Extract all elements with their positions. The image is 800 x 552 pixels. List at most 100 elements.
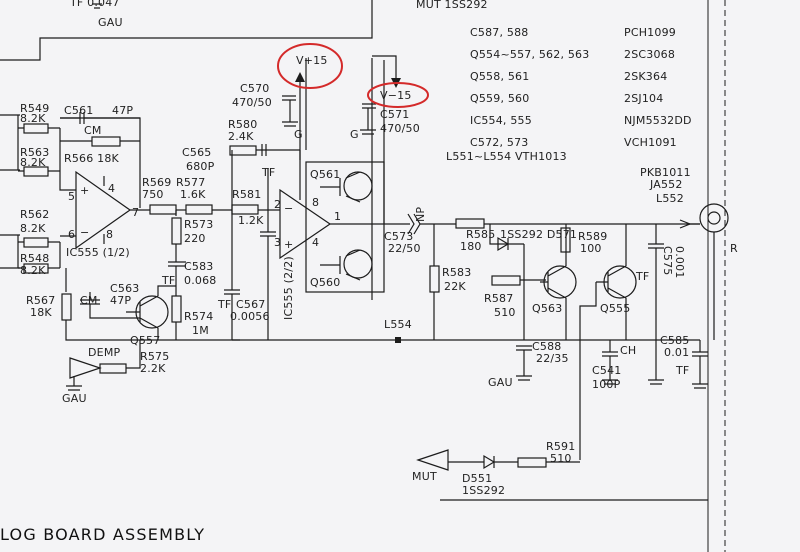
r567-resistor (61, 293, 72, 321)
parts-part-5: VCH1091 (624, 136, 677, 149)
top-frame (0, 0, 726, 552)
parts-part-2: 2SK364 (624, 70, 667, 83)
r549-label: R549 (20, 102, 49, 115)
c575-value: 0.001 (673, 246, 686, 279)
output-pair (305, 58, 385, 300)
c565-label: C565 (182, 146, 211, 159)
c588-value: 22/35 (536, 352, 569, 365)
g1-label: G (294, 128, 303, 141)
r575-value: 2.2K (140, 362, 166, 375)
q557-transistor (135, 295, 169, 329)
mut-top-label: MUT 1SS292 (416, 0, 488, 11)
r567-label: R567 (26, 294, 55, 307)
pin3-label: 3 (274, 236, 281, 249)
svg-text:+: + (284, 238, 293, 251)
parts-part-0: PCH1099 (624, 26, 676, 39)
c571-label: C571 (380, 108, 409, 121)
l552-label: L552 (656, 192, 684, 205)
mut-input (416, 449, 449, 471)
gau-mid-label: GAU (488, 376, 513, 389)
r577-label: R577 (176, 176, 205, 189)
r587-value: 510 (494, 306, 516, 319)
r574-label: R574 (184, 310, 213, 323)
output-jack (699, 203, 729, 233)
r583-label: R583 (442, 266, 471, 279)
parts-refs-1: Q554~557, 562, 563 (470, 48, 589, 61)
c570-value: 470/50 (232, 96, 272, 109)
r569-label: R569 (142, 176, 171, 189)
q560-transistor (343, 249, 373, 279)
demp-section (61, 268, 240, 391)
r575-resistor (99, 363, 127, 374)
c561-value: 47P (112, 104, 133, 117)
c567-value: 0.0056 (230, 310, 270, 323)
r577-value: 1.6K (180, 188, 206, 201)
vplus-circle (277, 43, 343, 89)
tf2-label: TF (261, 166, 275, 179)
vminus-circle (367, 82, 429, 108)
q561-transistor (343, 171, 373, 201)
cm1-label: CM (84, 124, 102, 137)
pin7-label: 7 (132, 206, 139, 219)
c567-label: C567 (236, 298, 265, 311)
r585-label: R585 (466, 228, 495, 241)
parts-refs-4: IC554, 555 (470, 114, 532, 127)
r574-resistor (171, 295, 182, 323)
q563-transistor (543, 265, 577, 299)
gau-top-label: GAU (98, 16, 123, 29)
parts-refs-0: C587, 588 (470, 26, 528, 39)
left-input-network (0, 112, 141, 274)
d551-value: 1SS292 (462, 484, 505, 497)
c573-value: 22/50 (388, 242, 421, 255)
ic555a-label: IC555 (1/2) (66, 246, 130, 259)
r548-value: 8.2K (20, 264, 46, 277)
r581-resistor (231, 204, 259, 215)
r587-resistor (491, 275, 521, 286)
r575-label: R575 (140, 350, 169, 363)
q563-label: Q563 (532, 302, 562, 315)
parts-refs-2: Q558, 561 (470, 70, 529, 83)
l554-inductor (395, 337, 401, 343)
r589-value: 100 (580, 242, 602, 255)
ic555b-label: IC555 (2/2) (282, 256, 295, 320)
r562-value: 8.2K (20, 222, 46, 235)
tf5-label: TF (675, 364, 689, 377)
r583-resistor (429, 265, 440, 293)
c583-value: 0.068 (184, 274, 217, 287)
demp-input (69, 357, 102, 379)
pin2-label: 2 (274, 198, 281, 211)
r549-value: 8.2K (20, 112, 46, 125)
svg-text:+: + (80, 184, 89, 197)
parts-refs-5: C572, 573 (470, 136, 528, 149)
r585-value: 180 (460, 240, 482, 253)
l551-label: L551~L554 VTH1013 (446, 150, 567, 163)
pin4b-label: 4 (312, 236, 319, 249)
r589-resistor (560, 227, 571, 253)
pkb-label: PKB1011 (640, 166, 691, 179)
parts-refs-3: Q559, 560 (470, 92, 529, 105)
r567-value: 18K (30, 306, 52, 319)
l554-label: L554 (384, 318, 412, 331)
pin4-label: 4 (108, 182, 115, 195)
tf1-label: TF (161, 274, 175, 287)
q561-label: Q561 (310, 168, 340, 181)
mid-network (149, 204, 240, 340)
c571-value: 470/50 (380, 122, 420, 135)
r549-resistor (23, 123, 49, 134)
r589-label: R589 (578, 230, 607, 243)
r573-value: 220 (184, 232, 206, 245)
d551-label: D551 (462, 472, 492, 485)
r580-label: R580 (228, 118, 257, 131)
ic555-a-opamp: + − (75, 170, 150, 250)
ic555-b-input (229, 144, 700, 341)
r587-label: R587 (484, 292, 513, 305)
r591-value: 510 (550, 452, 572, 465)
ja552-label: JA552 (649, 178, 683, 191)
c585-value: 0.01 (664, 346, 689, 359)
r581-value: 1.2K (238, 214, 264, 227)
pin1-label: 1 (334, 210, 341, 223)
vplus-label: V+15 (296, 54, 328, 67)
np-label: NP (414, 207, 427, 222)
gau-left-label: GAU (62, 392, 87, 405)
